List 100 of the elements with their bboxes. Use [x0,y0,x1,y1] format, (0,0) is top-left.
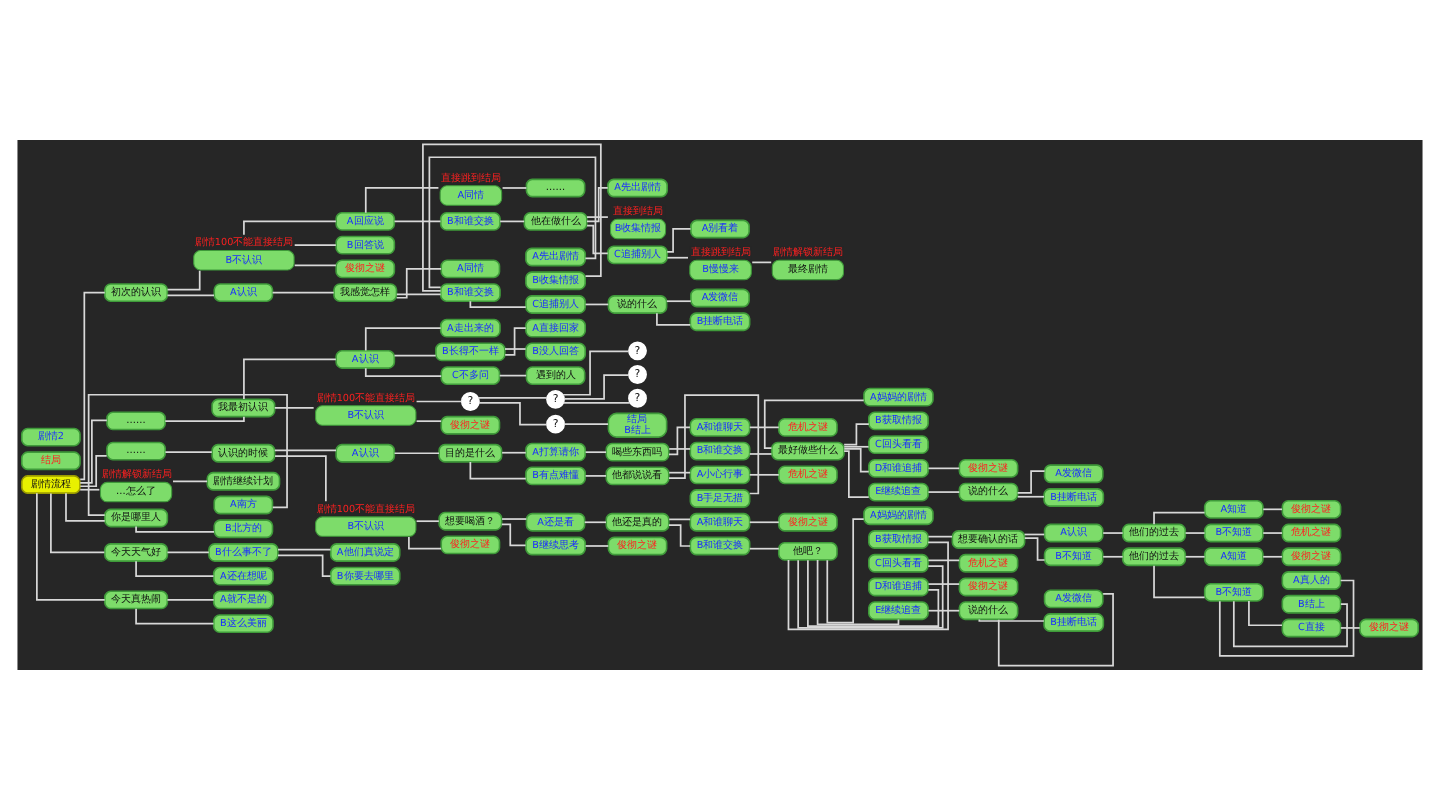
connector [562,350,630,396]
connector [273,407,315,409]
connector [997,592,1114,667]
connector [1184,555,1206,558]
connector [584,303,610,306]
connector [166,294,215,297]
connector [135,525,215,533]
connector [172,480,208,483]
connector [501,451,527,454]
connector [748,453,773,455]
connector [415,420,442,423]
connector [1262,532,1283,534]
connector [816,559,900,626]
connector [843,423,870,446]
connector [586,216,609,218]
connector [584,451,607,454]
connector [477,397,548,399]
connector [415,520,440,523]
connector [415,400,463,403]
connector [364,367,443,377]
connector [36,492,106,601]
connector [583,521,607,524]
connector [668,426,691,456]
connector [1023,537,1046,561]
connector [666,256,689,259]
connector [843,445,870,448]
connector [1023,533,1046,536]
connector [586,224,609,255]
connector [65,492,106,522]
connector [668,524,692,547]
connector [843,450,870,498]
connector [501,187,528,189]
connector [668,448,692,450]
connector [393,354,437,357]
connector [243,358,337,400]
connector [498,374,528,377]
connector [748,521,780,524]
connector [927,559,961,562]
connector [79,488,101,491]
connector [1102,555,1124,558]
connector [927,535,953,538]
connector [469,461,527,480]
connector [563,423,609,425]
connector [927,583,961,585]
connector [927,609,961,612]
connector [393,220,442,223]
connector [668,394,760,495]
connector [1218,579,1355,657]
connector [273,449,337,452]
connector [1153,511,1206,526]
connector [364,187,440,214]
connector [135,607,215,625]
connector [978,618,1045,622]
connector [277,554,332,578]
connector [1248,600,1283,627]
connector [1339,627,1361,629]
connector [50,492,106,554]
connector [1232,600,1348,648]
connector [504,327,527,356]
connector [1016,495,1045,498]
connector [164,415,245,423]
connector [364,327,442,352]
connector [1184,532,1206,534]
connector [826,518,865,624]
connector [751,261,773,264]
connector [668,518,692,521]
connector [478,402,548,426]
connector [293,264,337,267]
connector [584,545,610,547]
connector [504,348,527,350]
connector [274,455,327,503]
connector [1153,564,1206,599]
connector [563,374,630,400]
connector [501,518,528,520]
connector [665,300,692,303]
connector [135,560,215,578]
connector [748,426,780,429]
connector [393,452,440,455]
connector [500,523,527,547]
connector [748,547,780,550]
connector [395,268,443,299]
connector [166,551,210,554]
connector [166,269,201,291]
connector [656,312,692,326]
connector [763,399,865,450]
connector [164,451,213,454]
connector [1262,508,1283,511]
connector [562,401,631,404]
connector [1102,532,1124,534]
connector [584,475,607,477]
connector [666,228,692,253]
connector [277,548,332,551]
connector [293,244,337,246]
connector [79,455,108,488]
connector [395,293,442,296]
connector [166,599,215,601]
connector [668,471,692,474]
connector [499,220,526,223]
connector [927,491,961,493]
connector [271,291,335,294]
